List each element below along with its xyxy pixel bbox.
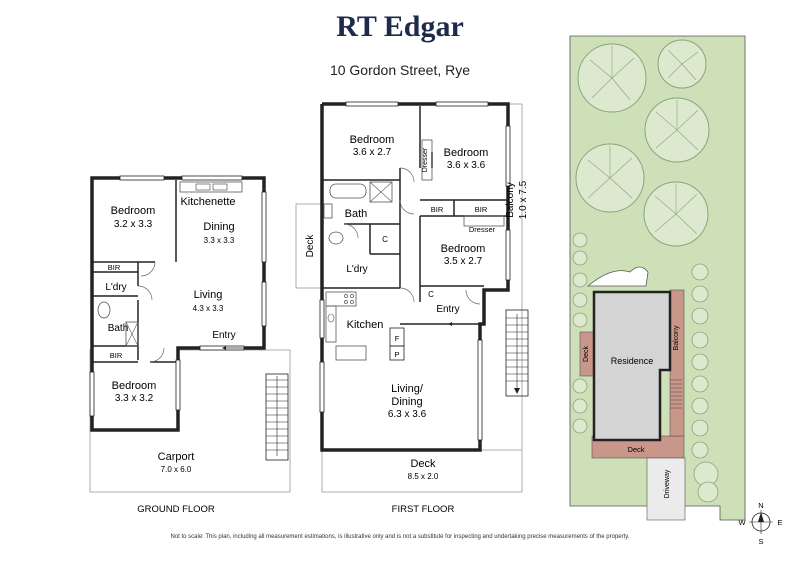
compass-s: S <box>758 537 763 546</box>
gf-living-dims: 4.3 x 3.3 <box>193 304 224 313</box>
shower-icon <box>125 321 139 347</box>
first-floor-caption: FIRST FLOOR <box>392 504 455 515</box>
ff-shower-icon <box>369 181 393 203</box>
ff-balcony-dims: 1.0 x 7.5 <box>518 180 529 219</box>
ff-bedroom3-label: Bedroom <box>441 243 486 255</box>
gf-bir2-label: BIR <box>110 351 123 360</box>
north-arrow-icon <box>758 512 764 522</box>
gf-bedroom2-dims: 3.3 x 3.2 <box>115 393 154 404</box>
ff-deck-dims: 8.5 x 2.0 <box>408 472 439 481</box>
ff-bedroom2-label: Bedroom <box>444 147 489 159</box>
ff-bedroom3-dims: 3.5 x 2.7 <box>444 256 483 267</box>
site-deck-west-label: Deck <box>583 346 590 362</box>
ff-side-deck-label: Deck <box>305 234 316 258</box>
property-address: 10 Gordon Street, Rye <box>329 62 471 78</box>
ff-balcony-label: Balcony <box>505 182 516 218</box>
gf-kitchenette-label: Kitchenette <box>180 196 235 208</box>
compass-w: W <box>738 518 746 527</box>
compass-n: N <box>758 501 763 510</box>
ff-cupboard1-label: C <box>382 235 388 244</box>
first-floor-plan: Bedroom 3.6 x 2.7 Dresser Bedroom 3.6 x … <box>295 101 529 515</box>
kitchenette-bench <box>179 181 243 193</box>
gf-bedroom2-label: Bedroom <box>112 380 157 392</box>
gf-living-label: Living <box>194 289 223 301</box>
ground-floor-walls <box>90 176 266 432</box>
ff-kitchen-label: Kitchen <box>347 319 384 331</box>
toilet-icon <box>97 301 111 319</box>
ff-entry-label: Entry <box>436 304 459 315</box>
ff-bedroom2-dims: 3.6 x 3.6 <box>447 160 486 171</box>
brand-title: RT Edgar <box>336 10 464 43</box>
driveway <box>646 457 686 521</box>
ground-floor-plan: Bedroom 3.2 x 3.3 Kitchenette Dining 3.3… <box>89 175 291 515</box>
carport-outline <box>89 349 291 493</box>
bathtub-icon <box>329 183 367 199</box>
site-deck-south-label: Deck <box>627 445 644 454</box>
residence-footprint <box>592 290 672 442</box>
gf-dining-dims: 3.3 x 3.3 <box>204 236 235 245</box>
site-driveway-label: Driveway <box>664 469 671 498</box>
ff-dresser2-label: Dresser <box>469 225 496 234</box>
site-plan: Residence Deck Balcony Deck Driveway <box>569 35 746 521</box>
ff-dresser1-label: Dresser <box>422 147 429 172</box>
gf-carport-dims: 7.0 x 6.0 <box>161 465 192 474</box>
ff-pantry-label: P <box>394 350 399 359</box>
ff-bath-label: Bath <box>345 208 368 220</box>
disclaimer-text: Not to scale: This plan, including all m… <box>170 534 630 540</box>
ff-bir1-label: BIR <box>431 205 444 214</box>
ff-toilet-icon <box>328 231 344 245</box>
cooktop-icon <box>325 291 357 307</box>
ff-bedroom1-dims: 3.6 x 2.7 <box>353 147 392 158</box>
kitchen-island <box>335 345 367 361</box>
ff-fridge-label: F <box>395 334 400 343</box>
gf-carport-label: Carport <box>158 451 195 463</box>
ff-bedroom1-label: Bedroom <box>350 134 395 146</box>
ff-living-label2: Dining <box>391 396 422 408</box>
ff-living-dims: 6.3 x 3.6 <box>388 409 427 420</box>
compass-rose: N E S W <box>738 501 782 546</box>
site-balcony-label: Balcony <box>673 325 680 350</box>
gf-bath-label: Bath <box>108 323 129 334</box>
ground-floor-caption: GROUND FLOOR <box>137 504 215 515</box>
ff-laundry-label: L'dry <box>346 264 367 275</box>
sink-icon <box>327 313 335 323</box>
ff-living-label: Living/ <box>391 383 424 395</box>
ff-cupboard2-label: C <box>428 290 434 299</box>
gf-bedroom1-label: Bedroom <box>111 205 156 217</box>
ground-floor-stairs <box>265 373 289 461</box>
gf-bir1-label: BIR <box>108 263 121 272</box>
ff-deck-outline <box>321 449 523 493</box>
first-floor-stairs <box>505 309 529 397</box>
ff-bir2-label: BIR <box>475 205 488 214</box>
gf-dining-label: Dining <box>203 221 234 233</box>
ff-deck-label: Deck <box>410 458 436 470</box>
site-residence-label: Residence <box>611 356 654 366</box>
gf-laundry-label: L'dry <box>105 282 126 293</box>
compass-e: E <box>777 518 782 527</box>
gf-entry-label: Entry <box>212 330 235 341</box>
gf-bedroom1-dims: 3.2 x 3.3 <box>114 219 153 230</box>
site-balcony <box>669 289 685 437</box>
